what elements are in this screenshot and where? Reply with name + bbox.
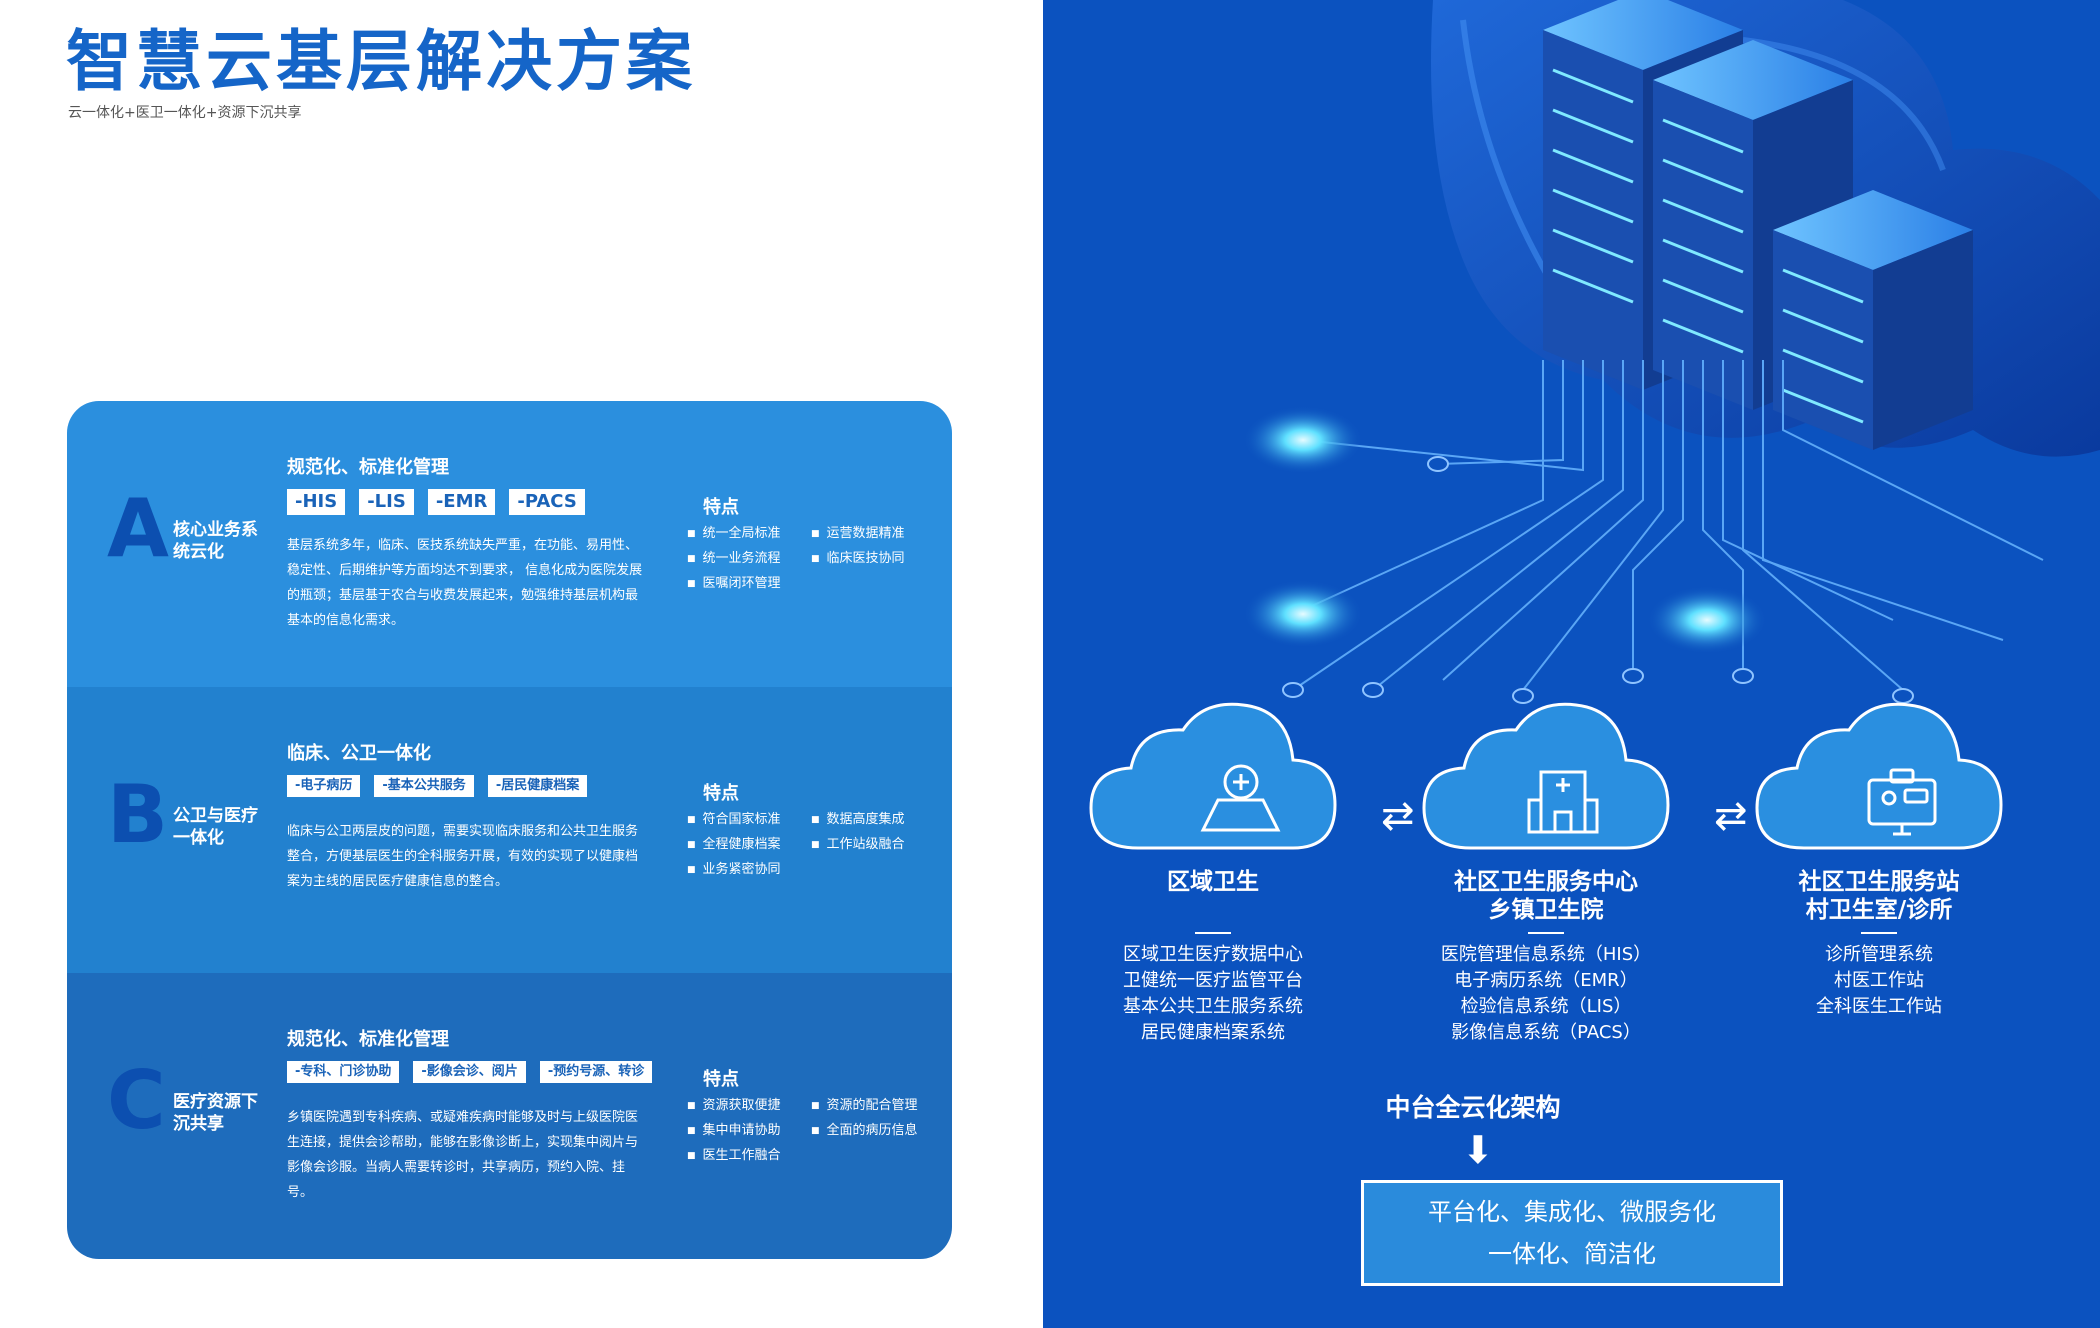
list-item: 居民健康档案系统 [1141, 1022, 1285, 1043]
panel-letter: C [107, 1054, 166, 1147]
divider [1195, 932, 1231, 934]
features-list: 统一全局标准 运营数据精准 统一业务流程 临床医技协同 医嘱闭环管理 [687, 525, 937, 594]
panel-category: 医疗资源下沉共享 [173, 1092, 258, 1134]
exchange-arrows-icon: ⇄ [1714, 793, 1748, 839]
tag: -专科、门诊协助 [287, 1061, 400, 1083]
solution-card: A 核心业务系统云化 规范化、标准化管理 -HIS -LIS -EMR -PAC… [67, 401, 952, 1259]
list-item: 基本公共卫生服务系统 [1123, 996, 1303, 1017]
list-item: 检验信息系统（LIS） [1460, 996, 1632, 1017]
panel-category: 公卫与医疗一体化 [173, 806, 258, 848]
feature-item: 数据高度集成 [811, 811, 933, 830]
divider [1861, 932, 1897, 934]
feature-item: 集中申请协助 [687, 1122, 809, 1141]
panel-a: A 核心业务系统云化 规范化、标准化管理 -HIS -LIS -EMR -PAC… [67, 401, 952, 687]
cloud-list-community-station: 诊所管理系统 村医工作站 全科医生工作站 [1719, 942, 2039, 1020]
panel-title: 规范化、标准化管理 [287, 457, 449, 478]
feature-item: 医生工作融合 [687, 1147, 809, 1166]
panel-letter: A [107, 482, 169, 575]
cloud-label-text: 社区卫生服务站 [1798, 869, 1960, 895]
feature-item: 全程健康档案 [687, 836, 809, 855]
page-subtitle: 云一体化+医卫一体化+资源下沉共享 [68, 105, 302, 121]
feature-item: 符合国家标准 [687, 811, 809, 830]
features-title: 特点 [703, 1069, 739, 1090]
right-illustration: ⇄ ⇄ 区域卫生 区域卫生医疗数据中心 卫健统一医疗监管平台 基本公共卫生服务系… [1043, 0, 2100, 1328]
feature-item: 运营数据精准 [811, 525, 933, 544]
feature-item: 全面的病历信息 [811, 1122, 933, 1141]
list-item: 区域卫生医疗数据中心 [1123, 944, 1303, 965]
list-item: 医院管理信息系统（HIS） [1440, 944, 1652, 965]
cloud-list-regional: 区域卫生医疗数据中心 卫健统一医疗监管平台 基本公共卫生服务系统 居民健康档案系… [1053, 942, 1373, 1046]
feature-item: 业务紧密协同 [687, 861, 809, 880]
list-item: 电子病历系统（EMR） [1454, 970, 1638, 991]
tag: -HIS [287, 489, 346, 515]
map-hospital-icon [1200, 764, 1281, 832]
list-item: 诊所管理系统 [1825, 944, 1933, 965]
divider [1528, 932, 1564, 934]
cloud-label-text: 社区卫生服务中心 [1454, 869, 1638, 895]
tag-row: -专科、门诊协助 -影像会诊、阅片 -预约号源、转诊 [287, 1061, 653, 1083]
features-list: 资源获取便捷 资源的配合管理 集中申请协助 全面的病历信息 医生工作融合 [687, 1097, 937, 1166]
hospital-building-icon [1527, 770, 1599, 834]
panel-category: 核心业务系统云化 [173, 520, 258, 562]
tag: -基本公共服务 [374, 775, 474, 797]
feature-item: 临床医技协同 [811, 550, 933, 569]
tag: -预约号源、转诊 [539, 1061, 653, 1083]
circuit-lines [1292, 360, 2044, 691]
server-rack-icon [1543, 0, 1973, 450]
circuit-nodes [1282, 456, 1914, 704]
panel-description: 乡镇医院遇到专科疾病、或疑难疾病时能够及时与上级医院医生连接，提供会诊帮助，能够… [287, 1110, 639, 1200]
page-title: 智慧云基层解决方案 [66, 23, 696, 100]
cloud-label-text: 乡镇卫生院 [1488, 897, 1604, 923]
architecture-line: 一体化、简洁化 [1488, 1240, 1656, 1268]
panel-title: 规范化、标准化管理 [287, 1029, 449, 1050]
feature-item: 统一业务流程 [687, 550, 809, 569]
arrow-down-icon: ⬇ [1462, 1128, 1494, 1172]
architecture-line: 平台化、集成化、微服务化 [1428, 1198, 1716, 1226]
feature-item: 统一全局标准 [687, 525, 809, 544]
tag: -LIS [359, 489, 414, 515]
architecture-box: 平台化、集成化、微服务化 一体化、简洁化 [1361, 1180, 1783, 1286]
panel-title: 临床、公卫一体化 [287, 743, 431, 764]
cloud-label-text: 区域卫生 [1167, 869, 1259, 895]
left-content: 智慧云基层解决方案 云一体化+医卫一体化+资源下沉共享 A 核心业务系统云化 规… [0, 0, 1043, 1328]
cloud-label-regional: 区域卫生 [1063, 868, 1363, 896]
feature-item: 工作站级融合 [811, 836, 933, 855]
list-item: 村医工作站 [1834, 970, 1924, 991]
cloud-server-illustration [1089, 0, 2100, 850]
list-item: 全科医生工作站 [1816, 996, 1942, 1017]
cloud-label-text: 村卫生室/诊所 [1805, 897, 1953, 923]
tag-row: -HIS -LIS -EMR -PACS [287, 489, 585, 515]
panel-description: 基层系统多年，临床、医技系统缺失严重，在功能、易用性、稳定性、后期维护等方面均达… [287, 538, 643, 628]
cloud-outline-icon [1089, 702, 2003, 850]
features-title: 特点 [703, 783, 739, 804]
panel-b: B 公卫与医疗一体化 临床、公卫一体化 -电子病历 -基本公共服务 -居民健康档… [67, 687, 952, 973]
tag: -居民健康档案 [487, 775, 588, 797]
features-title: 特点 [703, 497, 739, 518]
exchange-arrows-icon: ⇄ [1381, 793, 1415, 839]
tag: -电子病历 [287, 775, 361, 797]
tag: -影像会诊、阅片 [413, 1061, 526, 1083]
feature-item: 资源的配合管理 [811, 1097, 933, 1116]
clinic-workstation-icon [1867, 768, 1937, 836]
architecture-title: 中台全云化架构 [1385, 1093, 1561, 1122]
list-item: 卫健统一医疗监管平台 [1123, 970, 1303, 991]
panel-description: 临床与公卫两层皮的问题，需要实现临床服务和公共卫生服务整合，方便基层医生的全科服… [287, 824, 639, 889]
tag-row: -电子病历 -基本公共服务 -居民健康档案 [287, 775, 588, 797]
list-item: 影像信息系统（PACS） [1451, 1022, 1641, 1043]
cloud-label-community-center: 社区卫生服务中心 乡镇卫生院 [1396, 868, 1696, 924]
cloud-list-community-center: 医院管理信息系统（HIS） 电子病历系统（EMR） 检验信息系统（LIS） 影像… [1386, 942, 1706, 1046]
tag: -PACS [509, 489, 585, 515]
feature-item: 医嘱闭环管理 [687, 575, 809, 594]
panel-c: C 医疗资源下沉共享 规范化、标准化管理 -专科、门诊协助 -影像会诊、阅片 -… [67, 973, 952, 1259]
tag: -EMR [427, 489, 496, 515]
features-list: 符合国家标准 数据高度集成 全程健康档案 工作站级融合 业务紧密协同 [687, 811, 937, 880]
glow-dots [1243, 406, 1767, 654]
panel-letter: B [107, 768, 168, 861]
cloud-label-community-station: 社区卫生服务站 村卫生室/诊所 [1729, 868, 2029, 924]
feature-item: 资源获取便捷 [687, 1097, 809, 1116]
